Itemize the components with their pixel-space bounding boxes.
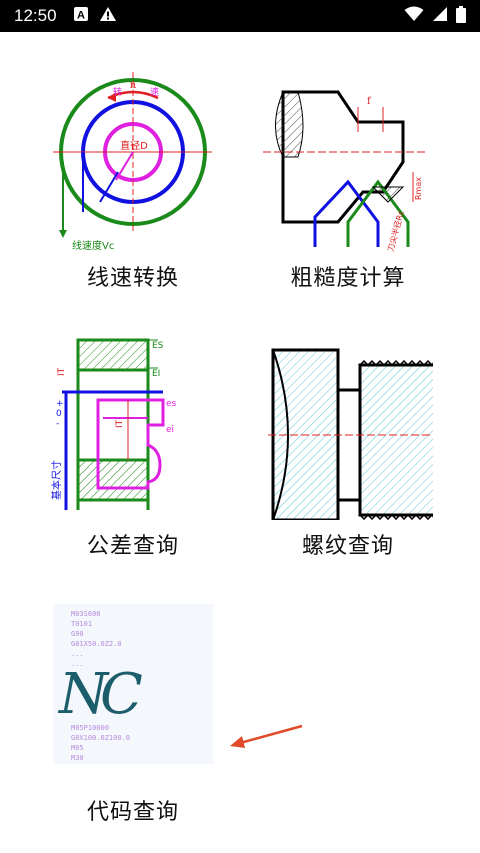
svg-text:n: n: [130, 80, 137, 91]
roughness-diagram-icon: f Rmax 刀尖半径Rε: [263, 52, 433, 252]
svg-text:ES: ES: [152, 341, 164, 351]
svg-text:IT: IT: [115, 419, 125, 428]
svg-text:Rmax: Rmax: [414, 177, 423, 200]
tile-label: 代码查询: [86, 800, 179, 825]
svg-text:直径D: 直径D: [120, 139, 148, 152]
svg-text:转: 转: [113, 86, 122, 98]
status-time: 12:50: [14, 6, 57, 25]
warning-icon: [99, 6, 117, 26]
line-speed-diagram-icon: n 转 速 直径D 线速度Vc: [48, 52, 218, 252]
arrow-annotation-icon: [226, 722, 306, 756]
svg-text:+: +: [56, 399, 64, 409]
nc-logo: NC: [59, 662, 143, 727]
svg-text:基本尺寸: 基本尺寸: [50, 460, 63, 500]
thread-diagram-icon: [263, 320, 433, 520]
tile-label: 公差查询: [86, 534, 179, 559]
signal-icon: [432, 6, 448, 26]
tile-label: 螺纹查询: [301, 534, 394, 559]
a-box-icon: A: [73, 6, 89, 26]
tile-nc-code[interactable]: M03S600 T0101 G90 G01X50.0Z2.0 ... ... N…: [13, 588, 253, 848]
svg-text:f: f: [367, 96, 372, 107]
svg-text:线速度Vc: 线速度Vc: [72, 239, 114, 252]
wifi-icon: [404, 6, 424, 26]
svg-text:es: es: [166, 399, 177, 409]
svg-text:0: 0: [56, 409, 62, 419]
tolerance-diagram-icon: ES EI es ei IT IT + 0 - 基本尺寸: [48, 320, 218, 520]
svg-text:A: A: [77, 10, 85, 22]
tile-label: 线速转换: [86, 266, 179, 291]
svg-text:-: -: [56, 419, 59, 429]
svg-text:速: 速: [150, 87, 159, 98]
svg-text:IT: IT: [57, 367, 67, 376]
tile-label: 粗糙度计算: [290, 266, 406, 291]
svg-text:EI: EI: [152, 369, 160, 379]
tile-line-speed[interactable]: n 转 速 直径D 线速度Vc 线速转换: [13, 52, 253, 312]
svg-text:刀尖半径Rε: 刀尖半径Rε: [385, 209, 406, 252]
navigation-bar: [0, 822, 480, 853]
tile-thread[interactable]: 螺纹查询: [228, 320, 468, 580]
nc-code-box: M03S600 T0101 G90 G01X50.0Z2.0 ... ... N…: [53, 604, 213, 764]
tool-grid: n 转 速 直径D 线速度Vc 线速转换 f: [0, 32, 480, 825]
tile-tolerance[interactable]: ES EI es ei IT IT + 0 - 基本尺寸 公差查询: [13, 320, 253, 580]
svg-text:ei: ei: [166, 425, 174, 435]
battery-icon: [456, 5, 466, 27]
nc-code-diagram-icon: M03S600 T0101 G90 G01X50.0Z2.0 ... ... N…: [48, 588, 218, 780]
status-bar: 12:50 A: [0, 0, 480, 32]
tile-roughness[interactable]: f Rmax 刀尖半径Rε 粗糙度计算: [228, 52, 468, 312]
